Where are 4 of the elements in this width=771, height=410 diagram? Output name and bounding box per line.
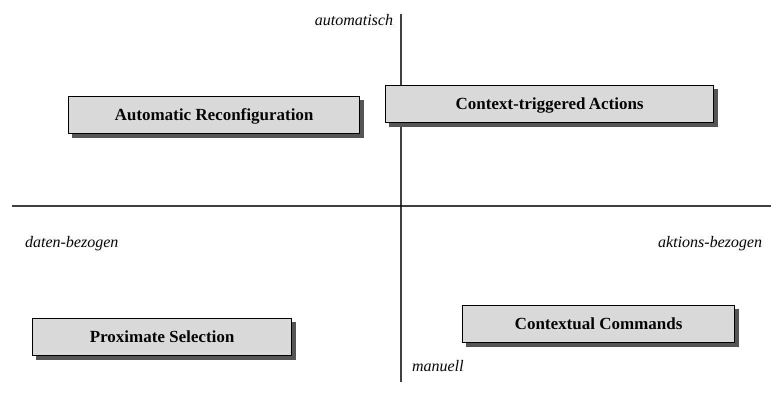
- axis-label: aktions-bezogen: [658, 234, 762, 252]
- axis-label: manuell: [412, 358, 464, 376]
- axis-label: daten-bezogen: [25, 234, 118, 252]
- axis-label: automatisch: [314, 12, 393, 30]
